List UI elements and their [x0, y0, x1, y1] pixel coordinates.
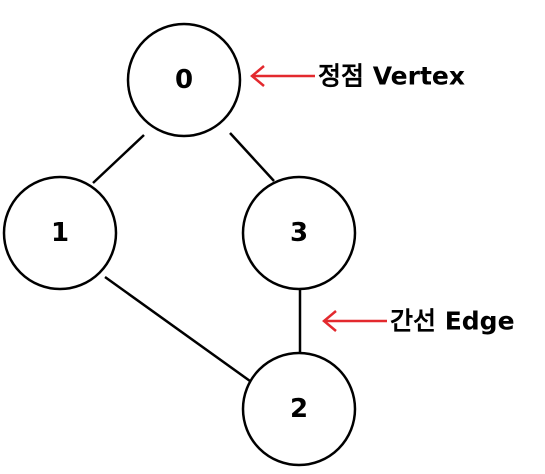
- node-3-circle: [241, 175, 357, 291]
- edge-0-3: [229, 132, 275, 182]
- node-1-circle: [2, 175, 118, 291]
- edges: [92, 132, 302, 383]
- node-0-label: 0: [175, 65, 193, 95]
- vertex-annotation: 정점 Vertex: [250, 62, 465, 91]
- node-2-label: 2: [290, 394, 308, 424]
- node-2: 2: [241, 351, 357, 467]
- edge-arrow-icon: [322, 310, 387, 332]
- node-3-label: 3: [290, 218, 308, 248]
- vertex-annotation-label: 정점 Vertex: [318, 62, 465, 91]
- node-3: 3: [241, 175, 357, 291]
- node-0: 0: [126, 22, 242, 138]
- node-1: 1: [2, 175, 118, 291]
- vertex-arrow-icon: [250, 65, 315, 87]
- node-2-circle: [241, 351, 357, 467]
- edge-1-2: [104, 275, 251, 383]
- edge-annotation: 간선 Edge: [322, 307, 515, 336]
- node-0-circle: [126, 22, 242, 138]
- edge-0-1: [92, 134, 145, 184]
- edge-annotation-label: 간선 Edge: [390, 307, 515, 336]
- node-1-label: 1: [51, 218, 69, 248]
